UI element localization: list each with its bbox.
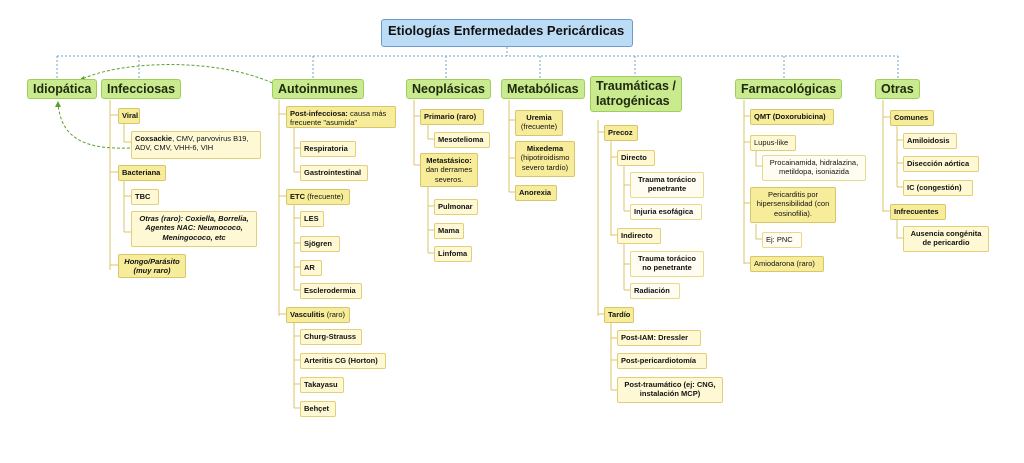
etc-bold: ETC — [290, 192, 305, 201]
meta-bold: Metastásico: — [426, 156, 472, 165]
node-pulmonar: Pulmonar — [434, 199, 478, 215]
node-directo: Directo — [617, 150, 655, 166]
node-ausencia-pericardio: Ausencia congénita de pericardio — [903, 226, 989, 252]
category-infecciosas: Infecciosas — [101, 79, 182, 99]
category-autoinmunes: Autoinmunes — [272, 79, 364, 99]
node-mama: Mama — [434, 223, 464, 239]
node-coxsackie: Coxsackie, CMV, parvovirus B19, ADV, CMV… — [131, 131, 261, 159]
etc-rest: (frecuente) — [305, 192, 344, 201]
post-inf-rest: causa más frecuente "asumida" — [290, 109, 387, 128]
node-otras-raro: Otras (raro): Coxiella, Borrelia, Agente… — [131, 211, 257, 247]
vasc-rest: (raro) — [324, 310, 346, 319]
node-esclerodermia: Esclerodermia — [300, 283, 362, 299]
node-churg-strauss: Churg-Strauss — [300, 329, 362, 345]
category-metabolicas: Metabólicas — [501, 79, 585, 99]
uremia-bold: Uremia — [526, 113, 552, 122]
node-primario: Primario (raro) — [420, 109, 484, 125]
node-linfoma: Linfoma — [434, 246, 472, 262]
node-indirecto: Indirecto — [617, 228, 661, 244]
node-vasculitis: Vasculitis (raro) — [286, 307, 350, 323]
mixe-bold: Mixedema — [526, 144, 564, 153]
category-neoplasicas: Neoplásicas — [406, 79, 491, 99]
node-radiacion: Radiación — [630, 283, 680, 299]
category-farmacologicas: Farmacológicas — [735, 79, 843, 99]
node-bacteriana: Bacteriana — [118, 165, 166, 181]
vasc-bold: Vasculitis — [290, 310, 325, 319]
node-post-pericardiotomia: Post-pericardiotomía — [617, 353, 707, 369]
node-mesotelioma: Mesotelioma — [434, 132, 490, 148]
node-amiloidosis: Amiloidosis — [903, 133, 957, 149]
node-qmt: QMT (Doxorubicina) — [750, 109, 834, 125]
diagram-title: Etiologías Enfermedades Pericárdicas — [381, 19, 633, 47]
node-injuria-esofagica: Injuria esofágica — [630, 204, 702, 220]
node-les: LES — [300, 211, 324, 227]
node-comunes: Comunes — [890, 110, 934, 126]
node-ar: AR — [300, 260, 322, 276]
coxsackie-bold: Coxsackie — [135, 134, 173, 143]
node-tardio: Tardío — [604, 307, 634, 323]
node-trauma-no-penetrante: Trauma torácico no penetrante — [630, 251, 704, 277]
node-hongo: Hongo/Parásito (muy raro) — [118, 254, 186, 278]
node-uremia: Uremia(frecuente) — [515, 110, 563, 136]
node-etc: ETC (frecuente) — [286, 189, 350, 205]
node-sjogren: Sjögren — [300, 236, 340, 252]
node-precoz: Precoz — [604, 125, 638, 141]
category-idiopatica: Idiopática — [27, 79, 98, 99]
node-takayasu: Takayasu — [300, 377, 344, 393]
node-diseccion-aortica: Disección aórtica — [903, 156, 979, 172]
node-viral: Viral — [118, 108, 140, 124]
post-inf-bold: Post-infecciosa: — [290, 109, 348, 118]
node-dressler: Post-IAM: Dressler — [617, 330, 701, 346]
node-arteritis: Arteritis CG (Horton) — [300, 353, 386, 369]
uremia-rest: (frecuente) — [520, 122, 558, 132]
mixe-rest: (hipotiroidismo severo tardío) — [520, 153, 570, 172]
node-post-traumatico: Post-traumático (ej: CNG, instalación MC… — [617, 377, 723, 403]
node-amiodarona: Amiodarona (raro) — [750, 256, 824, 272]
node-hipersensibilidad: Pericarditis por hipersensibilidad (con … — [750, 187, 836, 223]
node-anorexia: Anorexia — [515, 185, 557, 201]
node-post-infecciosa: Post-infecciosa: causa más frecuente "as… — [286, 106, 396, 128]
node-trauma-penetrante: Trauma torácico penetrante — [630, 172, 704, 198]
coxsackie-rest: , CMV, parvovirus B19, ADV, CMV, VHH-6, … — [135, 134, 249, 153]
node-mixedema: Mixedema(hipotiroidismo severo tardío) — [515, 141, 575, 177]
node-gastrointestinal: Gastrointestinal — [300, 165, 368, 181]
node-infrecuentes: Infrecuentes — [890, 204, 946, 220]
category-traumaticas: Traumáticas / Iatrogénicas — [590, 76, 682, 112]
node-ic-congestion: IC (congestión) — [903, 180, 973, 196]
node-respiratoria: Respiratoria — [300, 141, 356, 157]
category-otras: Otras — [875, 79, 920, 99]
node-tbc: TBC — [131, 189, 159, 205]
node-pnc: Ej: PNC — [762, 232, 802, 248]
node-metastasico: Metastásico: dan derrames severos. — [420, 153, 478, 187]
node-lupus-like: Lupus-like — [750, 135, 796, 151]
node-behcet: Behçet — [300, 401, 336, 417]
meta-rest: dan derrames severos. — [425, 165, 473, 184]
node-procainamida: Procainamida, hidralazina, metildopa, is… — [762, 155, 866, 181]
